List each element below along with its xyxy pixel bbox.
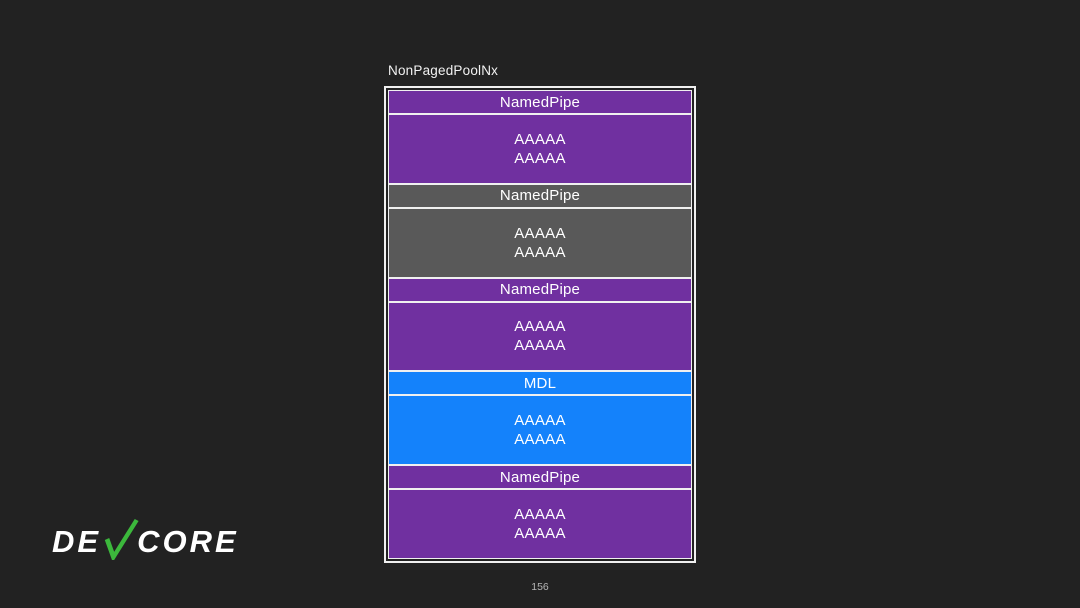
logo-text-right: CORE bbox=[137, 524, 239, 559]
check-icon bbox=[101, 518, 139, 563]
block-body-line: AAAAA bbox=[514, 506, 566, 524]
logo-text-left: DE bbox=[52, 524, 102, 559]
block-body-line: AAAAA bbox=[514, 412, 566, 430]
block-header: MDL bbox=[388, 371, 692, 396]
block-header: NamedPipe bbox=[388, 90, 692, 114]
block-body-line: AAAAA bbox=[514, 525, 566, 543]
devcore-logo: DE CORE bbox=[52, 518, 239, 563]
block-body-line: AAAAA bbox=[514, 318, 566, 336]
block-header: NamedPipe bbox=[388, 183, 692, 208]
block-body-line: AAAAA bbox=[514, 224, 566, 242]
block-body-line: AAAAA bbox=[514, 431, 566, 449]
block-header: NamedPipe bbox=[388, 465, 692, 490]
block-header: NamedPipe bbox=[388, 277, 692, 302]
block-body-line: AAAAA bbox=[514, 243, 566, 261]
page-number: 156 bbox=[531, 581, 549, 593]
block-body-line: AAAAA bbox=[514, 149, 566, 167]
block-body-line: AAAAA bbox=[514, 130, 566, 148]
diagram-title: NonPagedPoolNx bbox=[388, 63, 499, 78]
block-body-line: AAAAA bbox=[514, 337, 566, 355]
